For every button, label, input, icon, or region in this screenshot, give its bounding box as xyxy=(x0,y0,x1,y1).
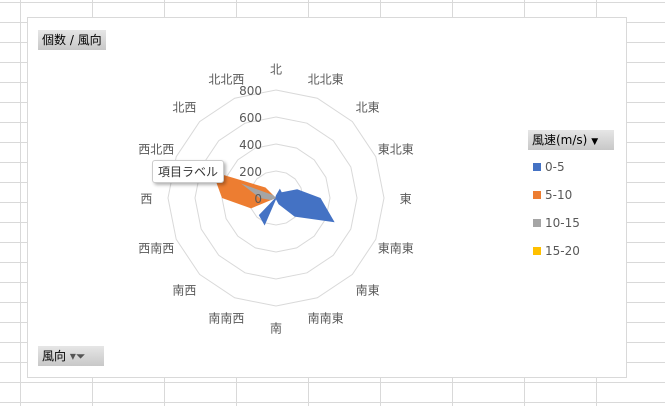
legend-label: 10-15 xyxy=(545,216,580,230)
axis-field-label: 風向 xyxy=(42,349,67,363)
grid-ring xyxy=(167,89,385,307)
legend-swatch xyxy=(533,163,541,171)
tick-label: 200 xyxy=(239,165,262,179)
category-label: 西南西 xyxy=(138,241,174,256)
category-label: 南西 xyxy=(172,283,196,298)
category-label: 北西 xyxy=(172,100,196,114)
grid-ring xyxy=(221,143,331,253)
category-label: 北 xyxy=(270,62,282,76)
legend-item[interactable]: 15-20 xyxy=(533,244,580,258)
series-5-10[interactable] xyxy=(212,171,276,209)
filter-icon: ▾⏷ xyxy=(69,349,86,363)
legend-field-button[interactable]: 風速(m/s) ▼ xyxy=(528,130,614,150)
category-label: 北北東 xyxy=(308,72,344,86)
tick-label: 600 xyxy=(239,111,262,125)
category-label: 東北東 xyxy=(378,142,414,156)
legend-item[interactable]: 0-5 xyxy=(533,160,565,174)
category-label: 北北西 xyxy=(208,72,244,86)
legend-label: 15-20 xyxy=(545,244,580,258)
category-label: 西 xyxy=(140,192,152,206)
grid-ring xyxy=(194,116,358,280)
tick-label: 0 xyxy=(254,192,262,206)
tooltip: 項目ラベル xyxy=(152,160,225,183)
legend-label: 0-5 xyxy=(545,160,565,174)
tick-label: 800 xyxy=(239,84,262,98)
category-label: 南南東 xyxy=(308,311,344,326)
series-10-15[interactable] xyxy=(241,183,276,201)
legend-swatch xyxy=(533,191,541,199)
legend-label: 5-10 xyxy=(545,188,573,202)
series-0-5[interactable] xyxy=(258,188,335,226)
axis-field-button[interactable]: 風向 ▾⏷ xyxy=(38,346,104,366)
category-label: 南東 xyxy=(356,283,380,298)
dropdown-icon: ▼ xyxy=(591,137,599,147)
pivot-chart[interactable]: 0 200 400 600 800 北北北東北東東北東東東南東南東南南東南 南南西南西 西南西… xyxy=(27,17,627,378)
legend-field-label: 風速(m/s) xyxy=(532,133,588,147)
category-label: 東南東 xyxy=(378,241,414,256)
category-label: 南 xyxy=(270,321,282,336)
legend-swatch xyxy=(533,247,541,255)
legend-item[interactable]: 5-10 xyxy=(533,188,572,202)
category-label: 西北西 xyxy=(138,142,174,156)
legend-item[interactable]: 10-15 xyxy=(533,216,580,230)
category-label: 東 xyxy=(400,192,412,206)
legend-swatch xyxy=(533,219,541,227)
values-field-button[interactable]: 個数 / 風向 xyxy=(38,30,106,50)
category-label: 南南西 xyxy=(208,311,244,326)
tick-label: 400 xyxy=(239,138,262,152)
category-label: 北東 xyxy=(356,100,380,114)
